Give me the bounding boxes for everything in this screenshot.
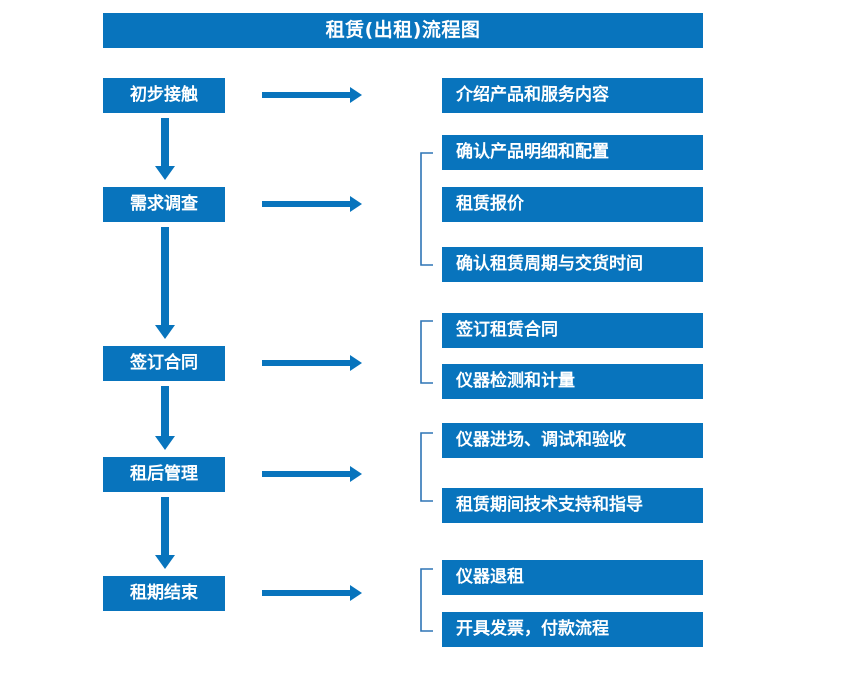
stage-label-3: 签订合同 <box>130 353 198 373</box>
task-label-3-2: 仪器检测和计量 <box>456 371 575 391</box>
page-title: 租赁(出租)流程图 <box>325 19 481 41</box>
right-arrow-icon-1 <box>262 86 362 104</box>
task-box-4-2[interactable]: 租赁期间技术支持和指导 <box>442 488 703 523</box>
stage-label-4: 租后管理 <box>130 464 198 484</box>
task-box-5-2[interactable]: 开具发票，付款流程 <box>442 612 703 647</box>
task-box-5-1[interactable]: 仪器退租 <box>442 560 703 595</box>
group-bracket-3 <box>419 320 433 384</box>
task-label-1-1: 介绍产品和服务内容 <box>456 85 609 105</box>
right-arrow-icon-3 <box>262 354 362 372</box>
stage-box-2[interactable]: 需求调查 <box>103 187 225 222</box>
diagram-title-banner: 租赁(出租)流程图 <box>103 13 703 48</box>
right-arrow-icon-4 <box>262 465 362 483</box>
task-label-2-2: 租赁报价 <box>456 194 524 214</box>
stage-label-2: 需求调查 <box>130 194 198 214</box>
stage-box-3[interactable]: 签订合同 <box>103 346 225 381</box>
group-bracket-2 <box>419 152 433 266</box>
task-label-3-1: 签订租赁合同 <box>456 320 558 340</box>
task-box-1-1[interactable]: 介绍产品和服务内容 <box>442 78 703 113</box>
task-box-4-1[interactable]: 仪器进场、调试和验收 <box>442 423 703 458</box>
group-bracket-4 <box>419 432 433 502</box>
right-arrow-icon-5 <box>262 584 362 602</box>
task-box-3-2[interactable]: 仪器检测和计量 <box>442 364 703 399</box>
task-label-2-3: 确认租赁周期与交货时间 <box>456 254 643 274</box>
down-arrow-icon-4 <box>154 497 176 569</box>
task-box-2-3[interactable]: 确认租赁周期与交货时间 <box>442 247 703 282</box>
stage-label-5: 租期结束 <box>130 583 198 603</box>
task-label-5-1: 仪器退租 <box>456 567 524 587</box>
group-bracket-5 <box>419 568 433 632</box>
right-arrow-icon-2 <box>262 195 362 213</box>
stage-box-1[interactable]: 初步接触 <box>103 78 225 113</box>
stage-box-4[interactable]: 租后管理 <box>103 457 225 492</box>
task-box-2-1[interactable]: 确认产品明细和配置 <box>442 135 703 170</box>
down-arrow-icon-3 <box>154 386 176 450</box>
down-arrow-icon-1 <box>154 118 176 180</box>
task-label-5-2: 开具发票，付款流程 <box>456 619 609 639</box>
task-box-2-2[interactable]: 租赁报价 <box>442 187 703 222</box>
task-label-4-1: 仪器进场、调试和验收 <box>456 430 626 450</box>
task-label-2-1: 确认产品明细和配置 <box>456 142 609 162</box>
stage-box-5[interactable]: 租期结束 <box>103 576 225 611</box>
task-label-4-2: 租赁期间技术支持和指导 <box>456 495 643 515</box>
down-arrow-icon-2 <box>154 227 176 339</box>
stage-label-1: 初步接触 <box>130 85 198 105</box>
task-box-3-1[interactable]: 签订租赁合同 <box>442 313 703 348</box>
